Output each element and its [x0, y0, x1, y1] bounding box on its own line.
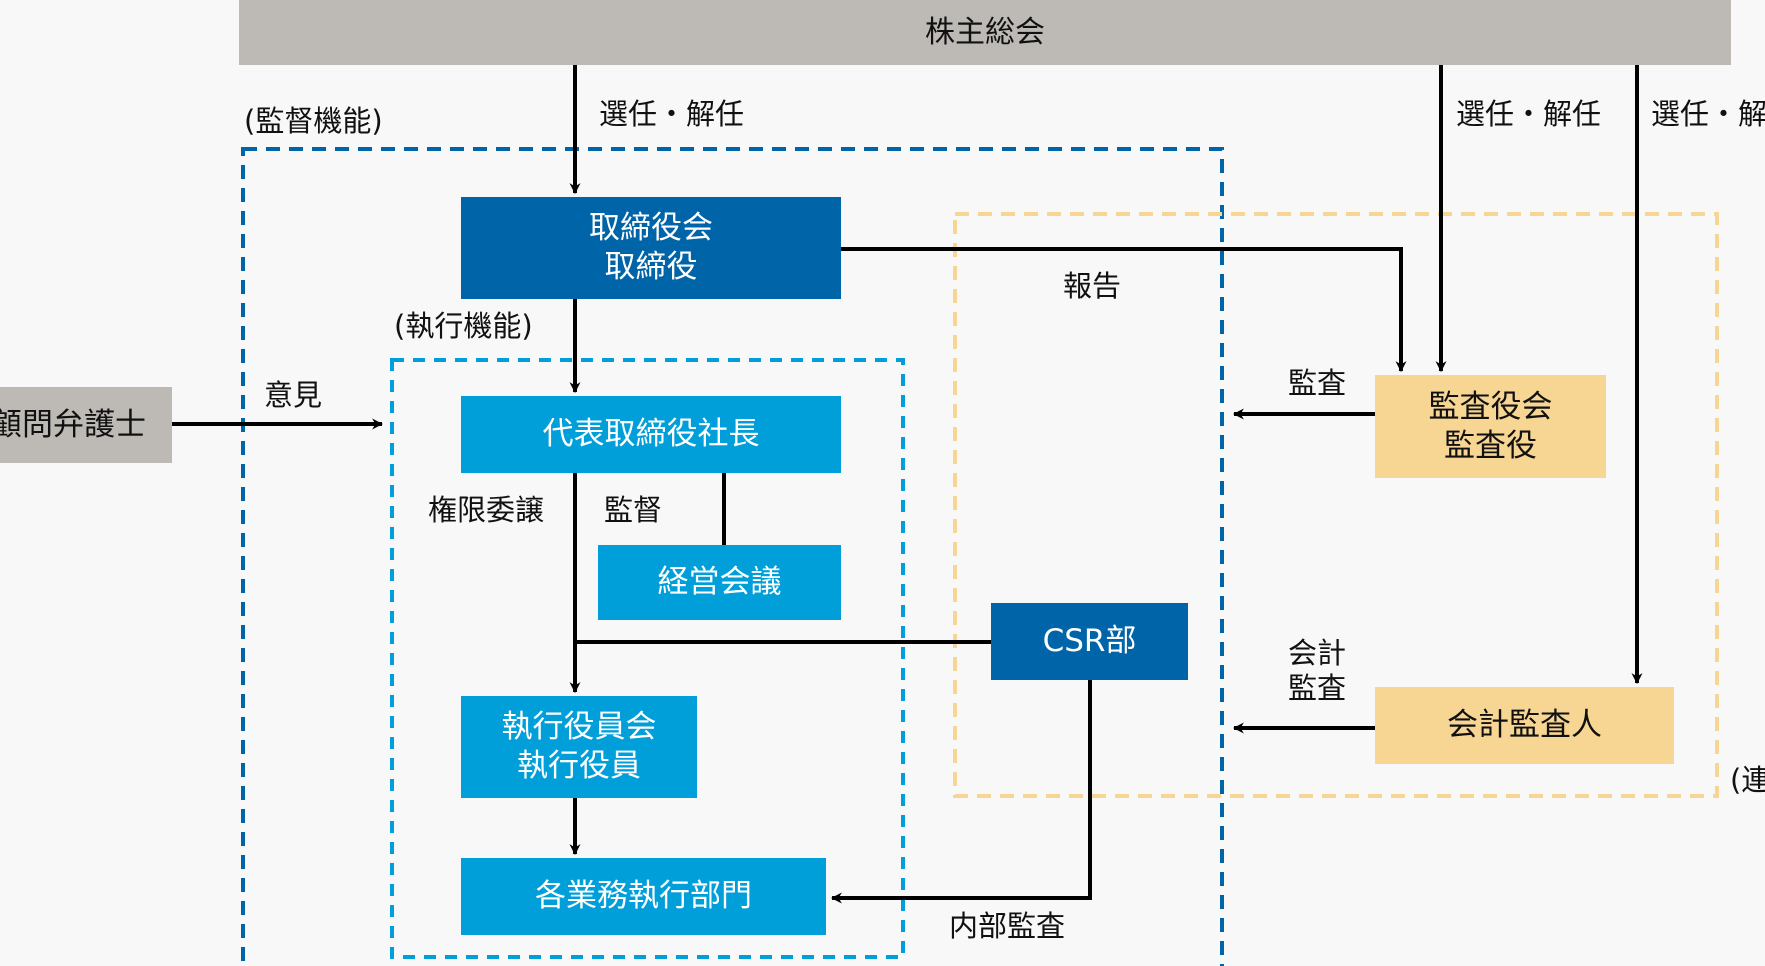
audit-board-label: 監査役会 [1428, 388, 1553, 425]
cooperation-group-label: (連携) [1730, 763, 1765, 797]
audit-label: 監査 [1288, 366, 1347, 400]
business-divisions-label: 各業務執行部門 [535, 878, 752, 915]
elect-dismiss-auditors-label: 選任・解任 [1456, 97, 1602, 131]
elect-dismiss-board-label: 選任・解任 [599, 97, 745, 131]
executive-officers-label: 執行役員 [517, 748, 641, 784]
accounting-audit-line1: 会計 [1288, 636, 1347, 670]
execution-group-frame [390, 358, 905, 959]
accounting-audit-label: 会計 監査 [1288, 636, 1346, 706]
supervise-label: 監督 [604, 493, 663, 527]
edge-internal-audit [830, 680, 1092, 904]
report-label: 報告 [1063, 269, 1122, 303]
audit-board-node: 監査役会 監査役 [1375, 375, 1606, 478]
edge-board-report [841, 247, 1407, 373]
board-node: 取締役会 取締役 [461, 197, 841, 299]
shareholders-meeting-label: 株主総会 [925, 14, 1045, 50]
business-divisions-node: 各業務執行部門 [461, 858, 826, 935]
president-label: 代表取締役社長 [542, 416, 760, 453]
accounting-auditor-node: 会計監査人 [1375, 687, 1674, 764]
legal-advisor-node: 顧問弁護士 [0, 387, 172, 463]
accounting-audit-line2: 監査 [1288, 670, 1347, 705]
shareholders-meeting-node: 株主総会 [239, 0, 1731, 65]
supervision-group-label: (監督機能) [244, 104, 383, 138]
executive-board-label: 執行役員会 [501, 709, 657, 746]
internal-audit-label: 内部監査 [949, 909, 1066, 943]
management-council-node: 経営会議 [598, 545, 841, 620]
legal-advisor-label: 顧問弁護士 [0, 406, 146, 443]
elect-dismiss-accounting-label: 選任・解任 [1651, 97, 1765, 131]
csr-dept-label: CSR部 [1042, 623, 1137, 660]
accounting-auditor-label: 会計監査人 [1447, 707, 1602, 744]
opinion-label: 意見 [264, 378, 323, 412]
cooperation-group-frame [953, 212, 1719, 798]
auditors-label: 監査役 [1444, 427, 1537, 464]
execution-group-label: (執行機能) [394, 309, 533, 343]
delegation-label: 権限委譲 [428, 493, 545, 527]
executive-officers-node: 執行役員会 執行役員 [461, 696, 697, 798]
board-label: 取締役会 [589, 210, 713, 247]
directors-label: 取締役 [604, 249, 698, 285]
president-node: 代表取締役社長 [461, 396, 841, 473]
management-council-label: 経営会議 [657, 564, 782, 601]
supervision-group-frame [241, 147, 1224, 966]
csr-dept-node: CSR部 [991, 603, 1188, 680]
